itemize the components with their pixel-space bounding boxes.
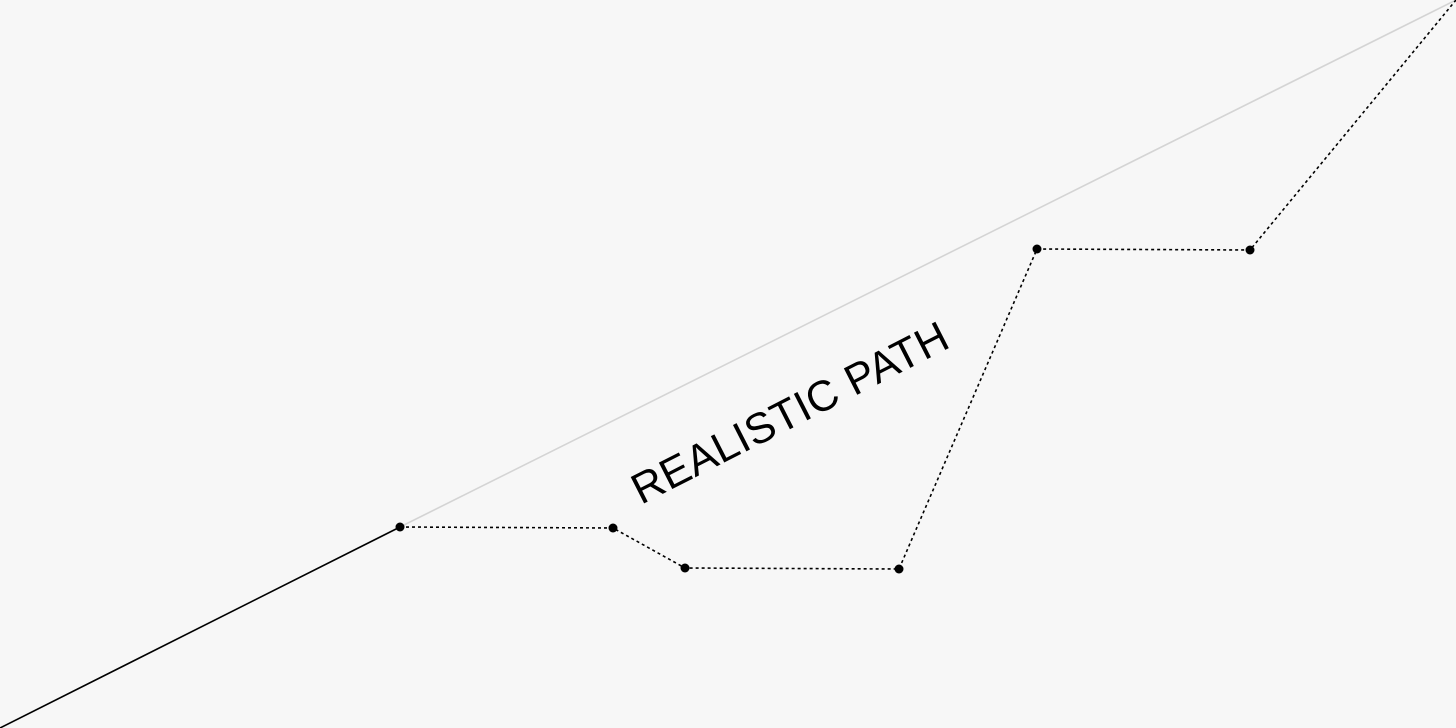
solid-trend-line xyxy=(0,526,401,728)
path-node xyxy=(894,564,904,574)
path-node xyxy=(395,522,405,532)
path-node xyxy=(1245,245,1255,255)
ideal-straight-line xyxy=(399,0,1456,528)
path-node xyxy=(1032,244,1042,254)
path-node xyxy=(680,563,690,573)
path-node xyxy=(608,523,618,533)
